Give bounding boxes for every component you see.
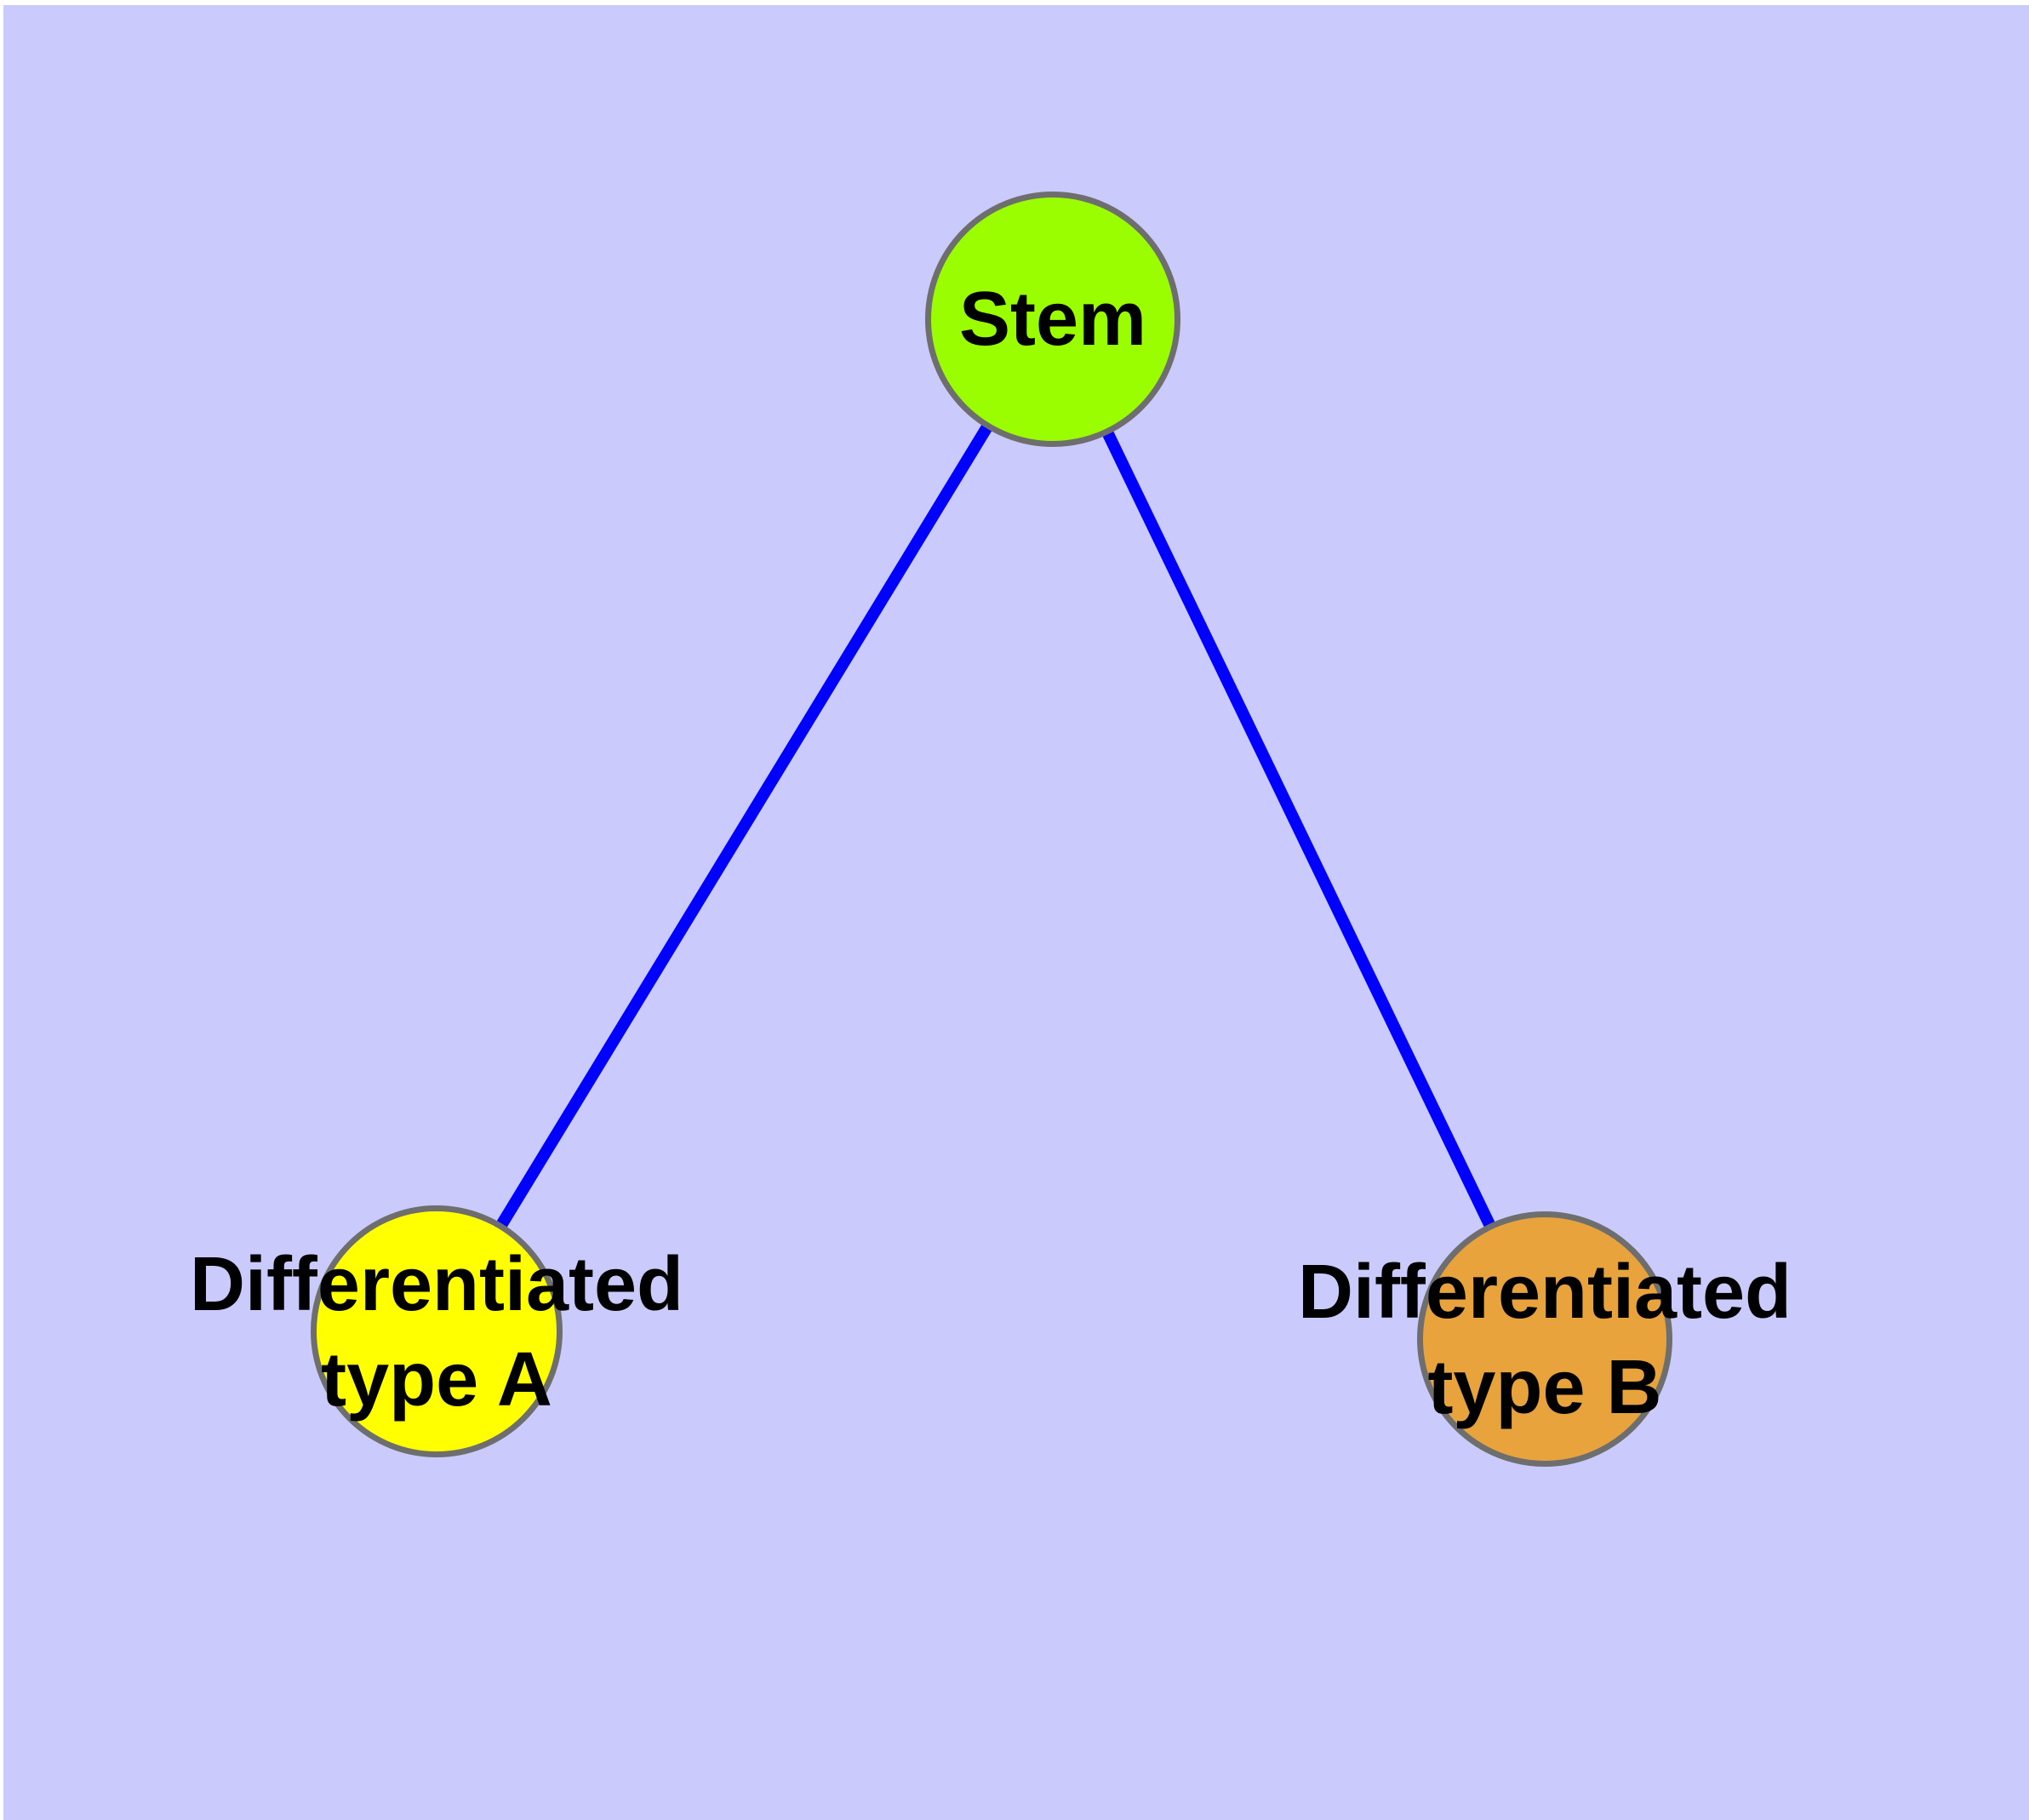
edge-stem-to-type-a — [432, 316, 1058, 1335]
node-stem — [925, 192, 1180, 447]
edge-stem-to-type-b — [1047, 316, 1551, 1342]
node-differentiated-type-a — [311, 1205, 563, 1457]
node-differentiated-type-b — [1417, 1211, 1672, 1467]
